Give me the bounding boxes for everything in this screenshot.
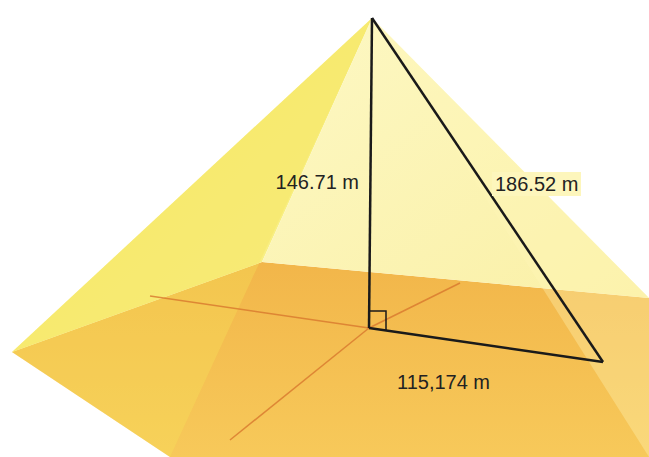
slant-height-label: 186.52 m	[492, 172, 581, 196]
base-midlines	[150, 283, 460, 440]
front-right-face	[372, 18, 649, 457]
height-label: 146.71 m	[273, 170, 362, 194]
front-left-face	[12, 18, 372, 457]
right-triangle	[369, 18, 603, 362]
right-angle-marker	[369, 311, 386, 330]
half-base-label: 115,174 m	[394, 370, 493, 394]
